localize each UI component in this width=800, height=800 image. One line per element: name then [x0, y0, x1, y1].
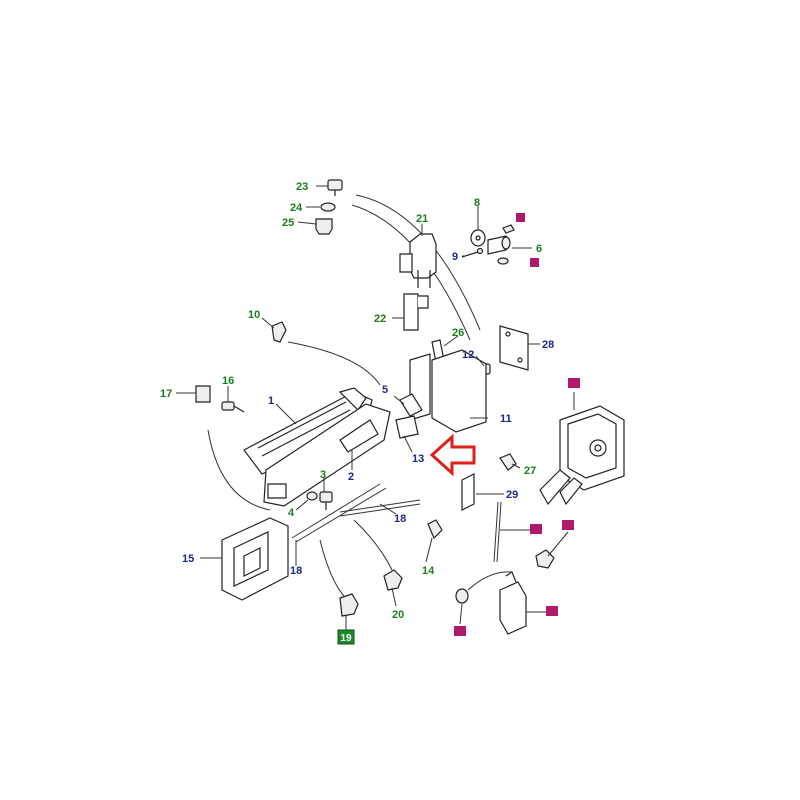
magenta-square-badge-icon — [530, 524, 542, 534]
part-20-clip — [383, 569, 403, 591]
label-17: 17 — [160, 388, 172, 400]
magenta-square-badge-icon — [530, 258, 539, 267]
part-18-rod-a — [291, 483, 381, 539]
label-24: 24 — [290, 202, 303, 214]
label-21: 21 — [416, 213, 428, 225]
magenta-square-badge-icon — [454, 626, 466, 636]
label-28: 28 — [542, 339, 554, 351]
magenta-square-badge-icon — [568, 378, 580, 388]
part-actuator-bottom — [499, 571, 527, 635]
part-16-screw — [221, 401, 245, 413]
label-5: 5 — [382, 384, 388, 396]
part-8-washer — [470, 229, 486, 247]
label-18-b: 18 — [290, 565, 302, 577]
part-27-clip — [499, 453, 517, 471]
part-21-actuator — [399, 233, 437, 288]
label-27: 27 — [524, 465, 536, 477]
label-12: 12 — [462, 349, 474, 361]
part-5-lever — [399, 393, 423, 417]
label-20: 20 — [392, 609, 404, 621]
magenta-square-badge-icon — [562, 520, 574, 530]
label-13: 13 — [412, 453, 424, 465]
label-23: 23 — [296, 181, 308, 193]
label-11: 11 — [500, 413, 512, 425]
red-outline-arrow-icon — [429, 433, 476, 477]
door-latch-assembly — [539, 405, 625, 506]
label-9: 9 — [452, 251, 458, 263]
label-19: 19 — [340, 633, 352, 644]
magenta-badges — [454, 213, 580, 636]
label-16: 16 — [222, 375, 234, 387]
part-17-clip — [195, 385, 211, 403]
part-grommet — [455, 588, 469, 604]
part-7-small-parts — [497, 224, 515, 265]
part-28-bracket — [499, 325, 529, 371]
part-24-washer — [320, 202, 336, 212]
part-4-nut — [306, 491, 318, 501]
part-23-screw — [327, 179, 343, 196]
label-29: 29 — [506, 489, 518, 501]
part-25-clip — [315, 218, 333, 235]
part-19-clip — [339, 593, 359, 617]
part-22-bracket — [403, 293, 429, 331]
label-1: 1 — [268, 395, 274, 407]
badge-19: 19 — [337, 629, 355, 645]
callout-labels: 23 24 25 21 22 8 9 6 10 26 12 28 17 16 1… — [160, 181, 554, 621]
label-14: 14 — [422, 565, 435, 577]
rod-right — [493, 501, 499, 563]
part-18-rod-b — [339, 499, 421, 513]
part-6-lock-cylinder — [487, 235, 511, 255]
part-14-clip — [427, 519, 443, 540]
part-29-plate — [461, 473, 475, 511]
label-10: 10 — [248, 309, 260, 321]
label-15: 15 — [182, 553, 194, 565]
magenta-square-badge-icon — [516, 213, 525, 222]
label-26: 26 — [452, 327, 464, 339]
part-10-clip — [271, 321, 287, 343]
label-18-a: 18 — [394, 513, 406, 525]
part-11-latch-plate — [409, 349, 487, 433]
label-25: 25 — [282, 217, 294, 229]
label-4: 4 — [288, 507, 295, 519]
label-3: 3 — [320, 469, 326, 481]
label-6: 6 — [536, 243, 542, 255]
magenta-square-badge-icon — [546, 606, 558, 616]
part-15-inner-handle-housing — [221, 517, 289, 601]
part-13-link — [395, 415, 419, 439]
label-8: 8 — [474, 197, 480, 209]
label-22: 22 — [374, 313, 386, 325]
leader-lines — [176, 185, 575, 632]
label-2: 2 — [348, 471, 354, 483]
part-3-screw — [319, 491, 333, 510]
part-2-handle-housing — [263, 403, 391, 507]
